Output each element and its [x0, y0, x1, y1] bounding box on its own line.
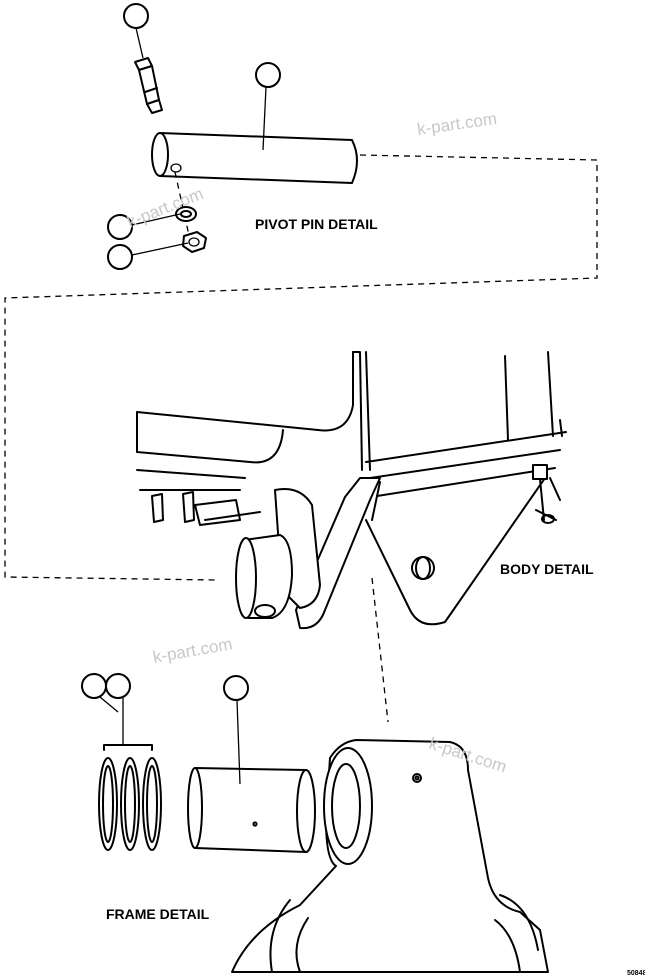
- pivot-washer: [175, 206, 197, 222]
- pivot-pin-detail-group: PIVOT PIN DETAIL: [107, 3, 378, 270]
- callout-bolt: [123, 3, 149, 59]
- pivot-nut: [182, 231, 207, 253]
- callout-nut: [107, 242, 189, 270]
- callout-washer: [107, 213, 181, 240]
- watermark: k-part.com: [151, 634, 233, 667]
- leader-body-to-frame: [371, 577, 389, 723]
- watermark: k-part.com: [124, 184, 206, 232]
- watermark: k-part.com: [416, 109, 498, 139]
- pivot-bolt: [134, 57, 163, 114]
- leader-pivot-to-body: [4, 154, 598, 581]
- frame-detail-label: FRAME DETAIL: [106, 906, 210, 922]
- pivot-pin: [151, 132, 358, 184]
- frame-detail-group: FRAME DETAIL: [81, 673, 549, 973]
- body-detail-group: BODY DETAIL: [136, 351, 594, 630]
- shim-stack: [98, 757, 162, 851]
- body-detail-label: BODY DETAIL: [500, 561, 594, 577]
- figure-number: 50848: [627, 970, 645, 977]
- pivot-pin-detail-label: PIVOT PIN DETAIL: [255, 216, 378, 232]
- callout-pin: [255, 62, 281, 151]
- callout-shim-b: [105, 673, 131, 699]
- frame-bushing: [187, 767, 316, 853]
- callout-bushing: [223, 675, 249, 785]
